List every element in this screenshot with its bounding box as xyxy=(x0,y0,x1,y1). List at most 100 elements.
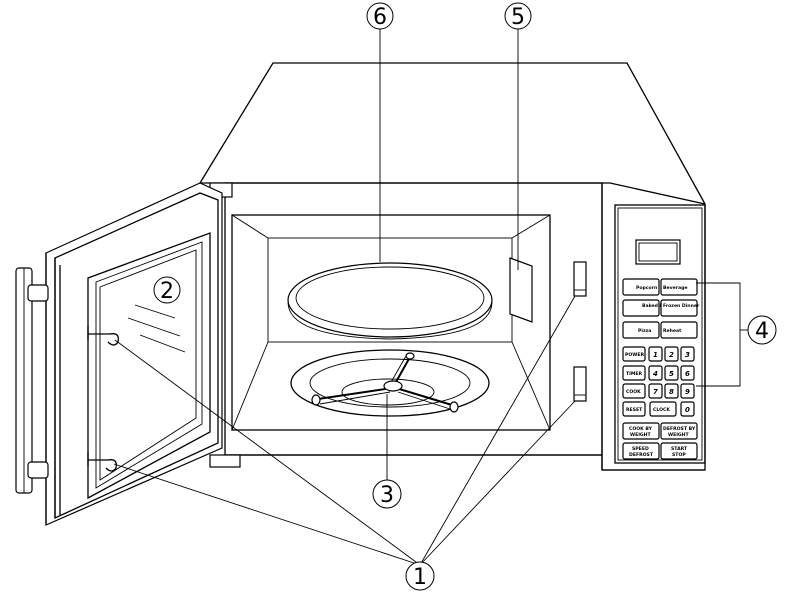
clock-button[interactable] xyxy=(649,401,677,417)
key-4-label: 4 xyxy=(653,370,658,378)
callout-4-circle xyxy=(747,315,777,345)
defrost-by-weight-label-1: DEFROST BY xyxy=(663,426,696,432)
coupler-arm-left-edge xyxy=(319,391,391,405)
cook-by-weight-label-1: COOK BY xyxy=(629,426,653,432)
callout-3-label: 3 xyxy=(380,483,394,508)
frozen-dinner-button[interactable] xyxy=(660,299,698,317)
defrost-by-weight-button[interactable] xyxy=(660,422,698,440)
power-button[interactable] xyxy=(622,346,646,362)
key-2-button[interactable] xyxy=(664,346,679,362)
speed-defrost-button[interactable] xyxy=(622,442,660,460)
door-hinge-bottom xyxy=(209,454,241,468)
pizza-button[interactable] xyxy=(622,321,660,339)
callout-1-circle xyxy=(405,561,435,591)
leader-4-bracket xyxy=(696,282,741,387)
callout-5-circle xyxy=(504,2,532,30)
cook-button[interactable] xyxy=(622,383,646,399)
key-1-button[interactable] xyxy=(648,346,663,362)
coupler-arm-right-edge xyxy=(397,391,451,410)
baked-potato-button[interactable] xyxy=(622,299,660,317)
key-6-button[interactable] xyxy=(680,365,695,381)
key-4-button[interactable] xyxy=(648,365,663,381)
glass-tray-rim xyxy=(287,301,493,340)
speed-defrost-label-2: DEFROST xyxy=(629,452,654,458)
callout-1-label: 1 xyxy=(413,565,427,590)
popcorn-label: Popcorn xyxy=(636,285,657,291)
clock-label: CLOCK xyxy=(653,407,670,413)
oven-cavity xyxy=(231,214,587,431)
cook-by-weight-button[interactable] xyxy=(622,422,660,440)
callout-3-circle xyxy=(372,479,402,509)
speed-defrost-label-1: SPEED xyxy=(632,446,649,452)
door-handle-mount-bottom xyxy=(27,461,49,479)
door-window-inner xyxy=(99,249,197,481)
callout-6-circle xyxy=(366,2,394,30)
oven-door xyxy=(15,182,241,526)
pizza-label: Pizza xyxy=(638,328,651,334)
coupler-arm-right xyxy=(395,387,453,406)
popcorn-button[interactable] xyxy=(622,278,660,296)
callout-2-label: 2 xyxy=(160,279,174,304)
coupler-arm-left xyxy=(317,387,393,400)
callouts: 6 5 2 4 3 1 xyxy=(153,2,777,591)
frozen-dinner-label: Frozen Dinner xyxy=(663,303,700,309)
cavity-opening xyxy=(231,214,551,431)
oven-body xyxy=(199,62,706,471)
latch-hole-lower xyxy=(573,366,587,402)
roller-mid-ellipse xyxy=(309,358,471,408)
start-stop-label-2: STOP xyxy=(672,452,686,458)
door-handle-mount-top xyxy=(27,284,49,302)
beverage-button[interactable] xyxy=(660,278,698,296)
callout-4-label: 4 xyxy=(755,319,769,344)
waveguide-cover xyxy=(509,257,533,323)
leader-1-upper-hook xyxy=(114,339,421,566)
cavity-edge-tl xyxy=(231,214,269,239)
reset-button[interactable] xyxy=(622,401,646,417)
key-9-label: 9 xyxy=(685,388,690,396)
key-8-button[interactable] xyxy=(664,383,679,399)
leader-1-lower-hook xyxy=(113,463,421,566)
door-latch-hook-lower xyxy=(88,459,117,472)
control-panel: Popcorn Beverage Baked Potato Frozen Din… xyxy=(614,204,706,464)
cook-by-weight-label-2: WEIGHT xyxy=(630,432,652,438)
key-5-button[interactable] xyxy=(664,365,679,381)
glass-tray xyxy=(287,262,493,340)
timer-button[interactable] xyxy=(622,365,646,381)
baked-potato-label: Baked Potato xyxy=(642,303,677,309)
door-window-outer xyxy=(87,232,211,500)
roller-wheel-right xyxy=(449,401,459,413)
key-3-label: 3 xyxy=(685,351,690,359)
glass-tray-outer xyxy=(287,262,493,338)
key-2-label: 2 xyxy=(669,351,674,359)
roller-wheel-left xyxy=(311,394,321,406)
display-window xyxy=(635,239,681,265)
beverage-label: Beverage xyxy=(663,285,688,291)
roller-ring xyxy=(290,349,490,417)
reheat-button[interactable] xyxy=(660,321,698,339)
callout-5-label: 5 xyxy=(511,5,525,30)
glass-reflection-2 xyxy=(127,317,181,337)
key-3-button[interactable] xyxy=(680,346,695,362)
start-stop-label-1: START xyxy=(671,446,688,452)
glass-reflection-3 xyxy=(139,334,186,353)
leader-1-upper-latch xyxy=(419,295,576,566)
cavity-edge-bl xyxy=(231,341,269,431)
door-window-glass xyxy=(95,241,203,489)
oven-top-outline xyxy=(199,62,706,205)
cook-label: COOK xyxy=(626,389,641,395)
latch-hole-upper xyxy=(573,261,587,297)
roller-outer-ellipse xyxy=(290,349,490,417)
key-9-button[interactable] xyxy=(680,383,695,399)
key-8-label: 8 xyxy=(669,388,674,396)
key-5-label: 5 xyxy=(669,370,674,378)
callout-2-circle xyxy=(153,276,181,304)
key-0-button[interactable] xyxy=(680,401,695,417)
key-1-label: 1 xyxy=(653,351,658,359)
key-7-button[interactable] xyxy=(648,383,663,399)
start-stop-button[interactable] xyxy=(660,442,698,460)
key-0-label: 0 xyxy=(685,406,690,414)
leader-1-lower-latch xyxy=(419,400,576,566)
control-panel-face xyxy=(614,204,706,464)
